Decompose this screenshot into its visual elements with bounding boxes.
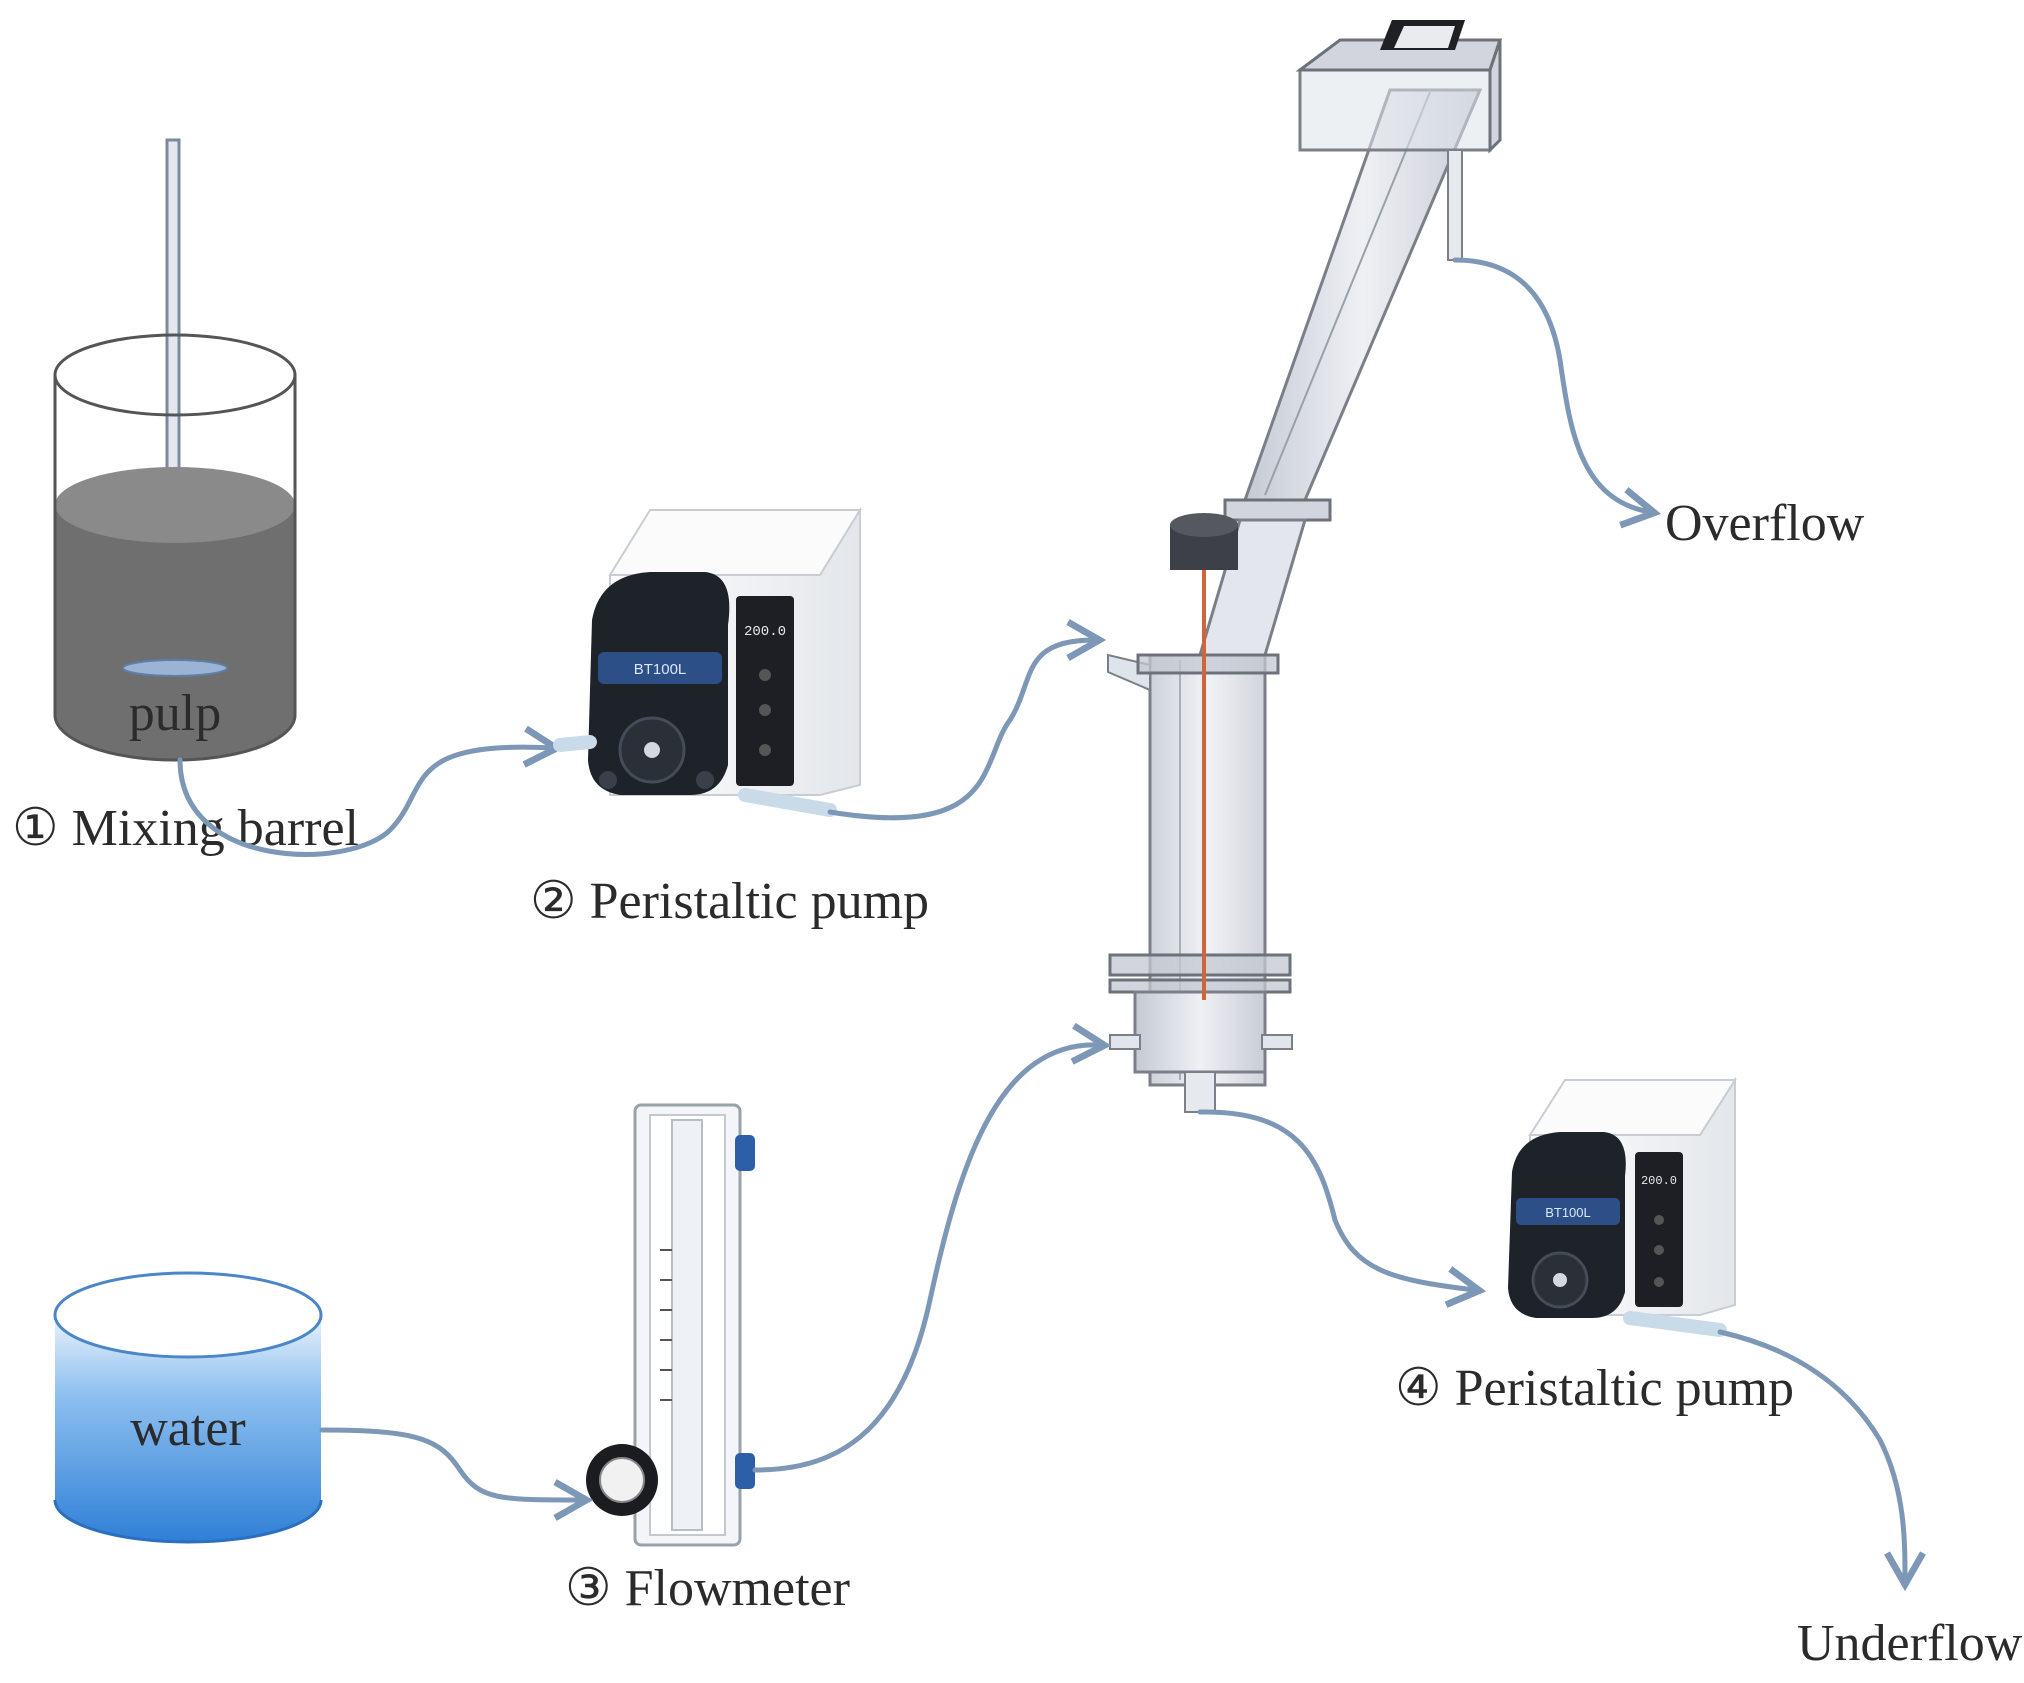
flowmeter-tube [671,1119,703,1531]
pump-brand: BT100L [1545,1205,1591,1220]
flowmeter-port-bottom [735,1453,755,1489]
pump-brand: BT100L [634,661,687,678]
tube-water-to-flowmeter [319,1427,594,1521]
peristaltic-pump-2: 200.0 BT100L [588,506,862,796]
peristaltic-pump-2-label: ② Peristaltic pump [530,873,929,930]
column-upper-flange [1136,653,1280,675]
tube-pump4-to-underflow [1717,1329,1926,1592]
flowmeter-label: ③ Flowmeter [565,1560,850,1617]
pulp-label: pulp [129,685,221,742]
underflow-outlet [1184,1071,1216,1113]
pump-control-panel [736,596,794,786]
underflow-label: Underflow [1797,1615,2023,1672]
probe-cap [1170,525,1238,570]
tube-barrel-to-pump2 [177,725,564,857]
tube-flowmeter-to-column [752,1022,1112,1473]
tube-column-to-pump4 [1197,1109,1487,1308]
pulp-liquid [55,505,295,760]
flowmeter-scale [660,1249,672,1401]
overflow-label: Overflow [1665,495,1865,552]
impeller [122,659,228,677]
pump-control-panel [1635,1152,1683,1307]
pump-brand-plate [1516,1198,1620,1225]
flotation-column [1107,20,1503,1113]
column-lower-flange [1108,953,1292,977]
water-inlet [1109,1034,1141,1050]
water-liquid [55,1315,321,1542]
water-tank: water [53,1271,323,1544]
mixing-barrel-label: ① Mixing barrel [12,800,359,857]
pump-brand-plate [598,652,722,684]
flowmeter [586,1103,755,1547]
overflow-trough [1298,68,1492,152]
peristaltic-pump-4-label: ④ Peristaltic pump [1395,1360,1794,1417]
inclined-tube-flange [1223,498,1332,522]
pump-display: 200.0 [744,624,786,640]
overflow-outlet [1447,149,1463,261]
flowmeter-port-top [735,1135,755,1171]
mixing-barrel: pulp [53,138,297,762]
peristaltic-pump-4: 200.0 BT100L [1508,1076,1737,1318]
water-label: water [130,1400,245,1457]
tube-overflow [1452,257,1662,529]
pump-display: 200.0 [1641,1174,1677,1188]
tube-pump2-to-column [827,619,1107,821]
column-bottom-section [1133,990,1267,1074]
